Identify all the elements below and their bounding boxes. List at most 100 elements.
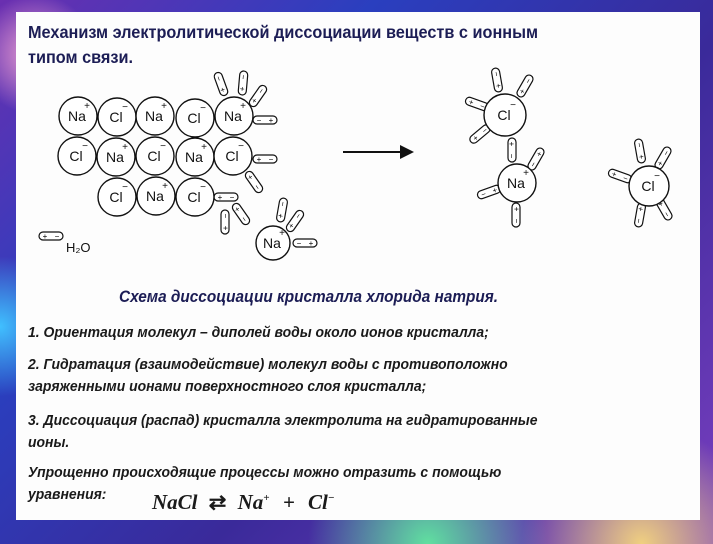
svg-text:Cl: Cl <box>109 189 122 205</box>
svg-text:+: + <box>636 206 646 212</box>
svg-text:−: − <box>122 102 128 113</box>
dissociation-equation: NaCl ⇄ Na+ + Cl− <box>152 490 335 515</box>
svg-text:−: − <box>238 74 247 80</box>
svg-text:+: + <box>467 97 475 107</box>
title-line-1: Механизм электролитической диссоциации в… <box>28 22 539 42</box>
svg-text:Cl: Cl <box>187 189 200 205</box>
sodium-ion: Na+ <box>96 137 136 177</box>
svg-text:Cl: Cl <box>147 148 160 164</box>
svg-text:+: + <box>245 173 255 182</box>
svg-text:Na: Na <box>106 149 124 165</box>
svg-text:−: − <box>622 173 630 183</box>
sodium-ion: Na+ <box>58 96 98 136</box>
chloride-ion: Cl− <box>213 136 253 176</box>
svg-text:+: + <box>491 185 499 195</box>
svg-text:+: + <box>249 96 259 105</box>
equilibrium-arrow-icon: ⇄ <box>208 490 227 514</box>
water-legend-label: H₂O <box>66 240 91 255</box>
chloride-ion: Cl− <box>175 177 215 217</box>
step-1: 1. Ориентация молекул – диполей воды око… <box>28 324 489 341</box>
svg-text:+: + <box>309 239 314 248</box>
svg-text:−: − <box>239 215 249 224</box>
svg-text:+: + <box>221 225 230 230</box>
water-dipole: +− <box>231 202 251 226</box>
svg-text:+: + <box>507 142 516 147</box>
diagram-caption: Схема диссоциации кристалла хлорида натр… <box>119 288 499 306</box>
eq-na-charge: + <box>263 492 270 504</box>
water-dipole: −+ <box>237 70 249 96</box>
svg-text:−: − <box>661 148 671 157</box>
water-dipole: −+ <box>252 115 278 125</box>
svg-text:−: − <box>528 160 538 169</box>
svg-text:+: + <box>279 228 285 239</box>
svg-text:+: + <box>655 159 665 168</box>
nacl-dissociation-diagram: −+−+−+−++−+−+−+−+−−+−+−++−+−+−+−+−−+−+−+… <box>38 67 673 261</box>
eq-cl: Cl <box>308 490 328 514</box>
step-2-line-2: заряженными ионами поверхностного слоя к… <box>28 378 427 395</box>
svg-text:Na: Na <box>145 108 163 124</box>
svg-text:−: − <box>230 193 235 202</box>
svg-text:−: − <box>213 75 223 83</box>
step-2-line-1: 2. Гидратация (взаимодействие) молекул в… <box>28 356 508 373</box>
svg-text:−: − <box>221 213 230 218</box>
svg-text:+: + <box>257 155 262 164</box>
svg-text:Na: Na <box>507 175 525 191</box>
water-dipole: +− <box>213 192 239 202</box>
svg-text:+: + <box>232 205 242 214</box>
svg-text:+: + <box>512 206 521 211</box>
step-3-line-2: ионы. <box>28 434 70 451</box>
svg-text:+: + <box>517 87 527 96</box>
chloride-ion: Cl− <box>628 165 670 207</box>
sodium-ion: Na+ <box>175 137 215 177</box>
svg-text:Cl: Cl <box>497 107 510 123</box>
svg-text:−: − <box>256 86 266 95</box>
summary-line-1: Упрощенно происходящие процессы можно от… <box>28 464 502 481</box>
svg-text:−: − <box>634 218 644 224</box>
svg-text:−: − <box>200 182 206 193</box>
svg-text:+: + <box>269 116 274 125</box>
svg-text:+: + <box>162 181 168 192</box>
sodium-ion: Na+ <box>136 176 176 216</box>
svg-text:+: + <box>637 153 647 159</box>
reaction-arrow-icon <box>343 145 414 159</box>
summary-line-2: уравнения: <box>28 486 107 503</box>
svg-text:−: − <box>662 210 672 219</box>
water-dipole: −+ <box>213 71 229 97</box>
water-dipole: −+ <box>292 238 318 248</box>
svg-text:Na: Na <box>185 149 203 165</box>
svg-text:−: − <box>523 76 533 85</box>
svg-text:−: − <box>654 171 660 182</box>
svg-text:−: − <box>479 101 487 111</box>
water-dipole: +− <box>252 154 278 164</box>
water-dipole: +− <box>491 67 504 93</box>
chloride-ion: Cl− <box>175 98 215 138</box>
svg-text:Cl: Cl <box>109 109 122 125</box>
svg-text:−: − <box>293 211 303 220</box>
water-dipole: +− <box>634 138 647 164</box>
svg-text:+: + <box>276 213 286 219</box>
svg-text:+: + <box>656 200 666 209</box>
svg-text:−: − <box>278 201 288 207</box>
svg-text:+: + <box>201 142 207 153</box>
svg-text:−: − <box>122 182 128 193</box>
svg-text:+: + <box>494 82 504 88</box>
eq-nacl: NaCl <box>152 490 198 514</box>
svg-text:−: − <box>238 141 244 152</box>
svg-text:+: + <box>161 101 167 112</box>
svg-text:−: − <box>492 71 502 77</box>
svg-text:+: + <box>534 149 544 158</box>
svg-text:+: + <box>218 86 228 94</box>
svg-text:Na: Na <box>146 188 164 204</box>
svg-text:−: − <box>512 218 521 223</box>
water-dipole: +− <box>507 137 517 163</box>
water-dipole: +− <box>516 74 534 98</box>
water-dipole: −+ <box>285 209 305 233</box>
svg-text:−: − <box>297 239 302 248</box>
chloride-ion: Cl− <box>57 136 97 176</box>
sodium-ion: Na+ <box>255 225 291 261</box>
svg-text:−: − <box>480 189 488 199</box>
svg-text:+: + <box>286 221 296 230</box>
water-dipole: +− <box>634 202 646 228</box>
svg-text:+: + <box>610 169 618 179</box>
sodium-ion: Na+ <box>497 163 537 203</box>
